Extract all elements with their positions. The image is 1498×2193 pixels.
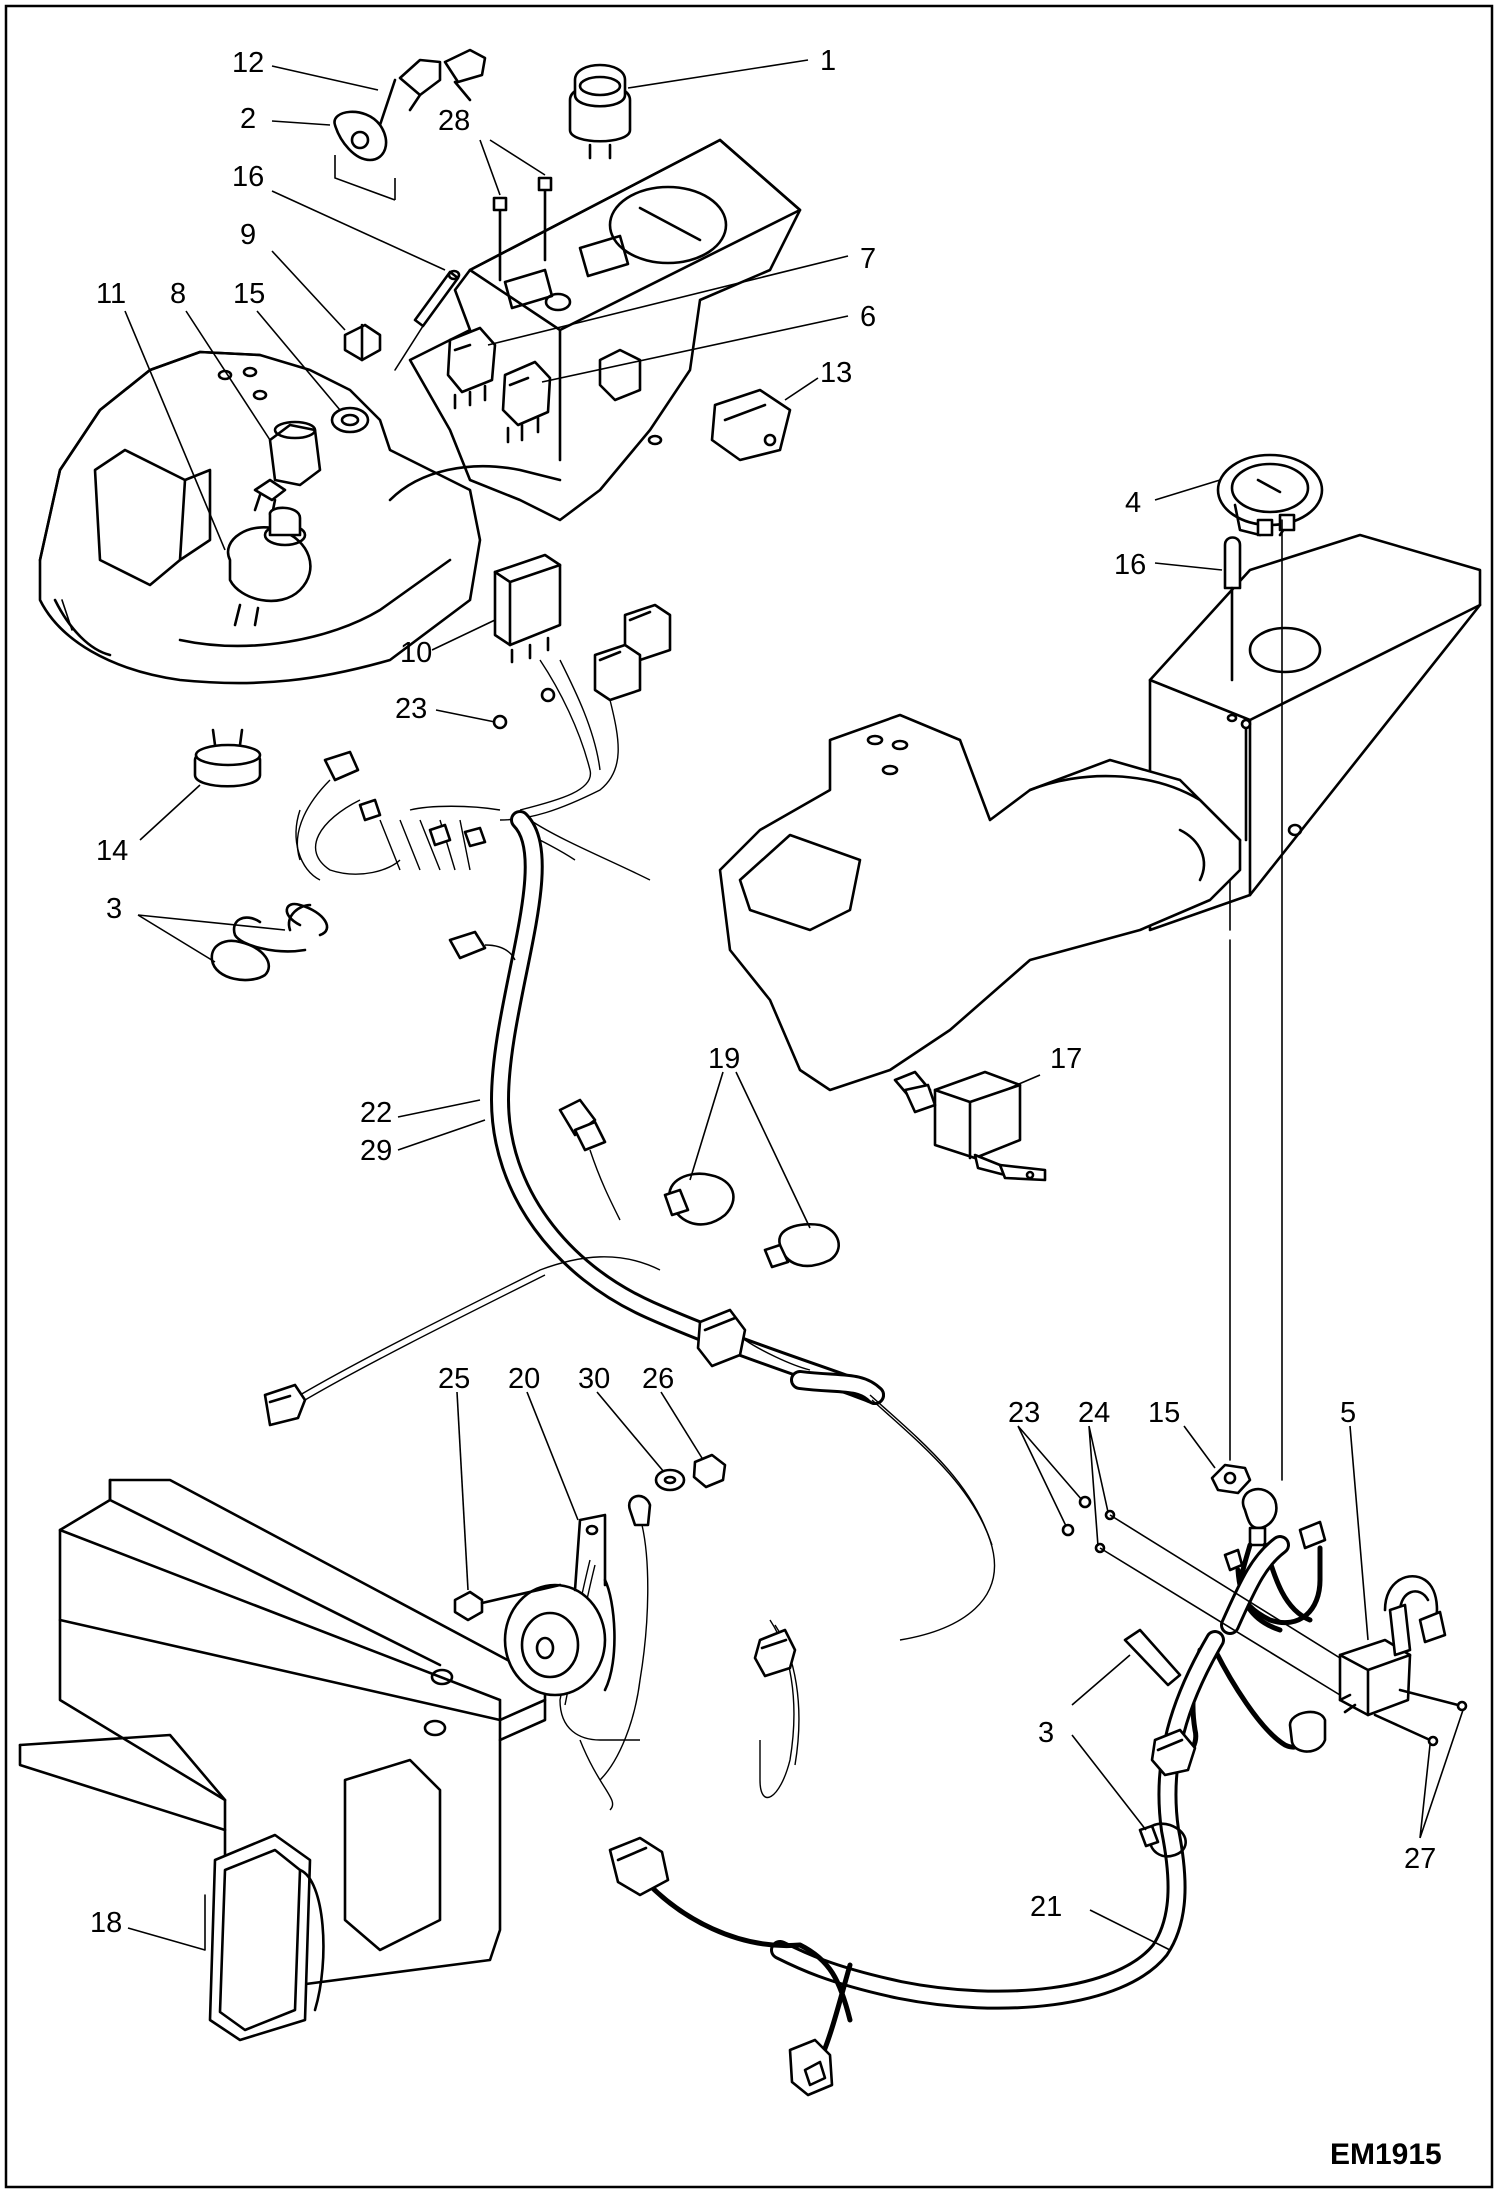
callout-6: 6 [860, 301, 876, 333]
callout-4: 4 [1125, 487, 1141, 519]
callout-27: 27 [1404, 1843, 1436, 1875]
lamp-socket [1241, 1487, 1327, 1550]
switch-5 [1338, 1574, 1447, 1717]
harness-21 [637, 1535, 1290, 2063]
callout-labels: 1 12 2 28 16 9 11 8 15 7 6 13 4 16 10 23… [90, 45, 1436, 1939]
drawing-id-label: EM1915 [1330, 2138, 1442, 2171]
callout-16-right: 16 [1114, 549, 1146, 581]
wire-lower-mid [559, 1394, 996, 1811]
relay-10 [493, 553, 562, 664]
relay-17 [893, 1070, 1047, 1182]
component-11 [226, 506, 312, 627]
connector-small-right [1223, 1548, 1244, 1572]
callout-13: 13 [820, 357, 852, 389]
callout-25: 25 [438, 1363, 470, 1395]
leader-lines [124, 59, 1464, 1951]
relay-socket [593, 603, 672, 702]
upper-center-console [388, 138, 802, 522]
switch-6 [501, 360, 552, 444]
cable-ties-3a [210, 902, 329, 982]
callout-14: 14 [96, 835, 128, 867]
callout-9: 9 [240, 219, 256, 251]
callout-3-upper: 3 [106, 893, 122, 925]
callout-18: 18 [90, 1907, 122, 1939]
callout-19: 19 [708, 1043, 740, 1075]
callout-23-upper: 23 [395, 693, 427, 725]
horn-20 [503, 1513, 616, 1697]
lamp-16 [1223, 536, 1242, 682]
cable-ties-19 [663, 1172, 840, 1269]
callout-20: 20 [508, 1363, 540, 1395]
callout-30: 30 [578, 1363, 610, 1395]
callout-26: 26 [642, 1363, 674, 1395]
screws-27 [1373, 1688, 1468, 1747]
callout-17: 17 [1050, 1043, 1082, 1075]
callout-2: 2 [240, 103, 256, 135]
callout-23-right: 23 [1008, 1397, 1040, 1429]
cable-ties-3b [1123, 1628, 1187, 1858]
callout-3-lower: 3 [1038, 1717, 1054, 1749]
callout-8: 8 [170, 278, 186, 310]
connector-upper-hose [448, 930, 621, 1221]
callout-10: 10 [400, 637, 432, 669]
bezel-2 [333, 110, 388, 162]
connector-hose-right [696, 1308, 811, 1371]
switch-7 [446, 326, 497, 410]
component-8 [253, 420, 322, 517]
screws-28 [492, 176, 553, 282]
gauge-4 [1216, 453, 1324, 537]
callout-7: 7 [860, 243, 876, 275]
guide-lines-right [1229, 519, 1283, 1481]
connectors-lower-right [608, 1710, 1327, 2097]
harness-upper [295, 659, 651, 881]
callout-24: 24 [1078, 1397, 1110, 1429]
callout-1: 1 [820, 45, 836, 77]
ignition-switch-1 [568, 63, 632, 160]
frame-border [4, 4, 1494, 2189]
bracket-13 [710, 388, 792, 462]
callout-28: 28 [438, 105, 470, 137]
bolt-25 [453, 1583, 562, 1622]
left-dash-console [38, 350, 482, 685]
fittings-23-24-15 [1061, 1463, 1252, 1554]
callout-15-right: 15 [1148, 1397, 1180, 1429]
connector-mid [753, 1628, 797, 1678]
callout-11: 11 [96, 278, 126, 310]
nuts-23a [492, 687, 556, 730]
nut-26 [692, 1453, 727, 1489]
grommet-15a [330, 406, 370, 434]
rod-16 [394, 269, 461, 371]
light-18 [204, 1833, 325, 2042]
harness-hose-22-29 [490, 810, 885, 1405]
washer-30 [654, 1468, 686, 1492]
spade-terminal [599, 1494, 652, 1781]
wire-lower-left [263, 1256, 661, 1427]
callout-16-upper: 16 [232, 161, 264, 193]
grommet-9 [343, 323, 382, 362]
callout-15-upper: 15 [233, 278, 265, 310]
callout-12: 12 [232, 47, 264, 79]
key-12 [378, 48, 487, 127]
callout-22: 22 [360, 1097, 392, 1129]
callout-29: 29 [360, 1135, 392, 1167]
callout-5: 5 [1340, 1397, 1356, 1429]
right-console [718, 533, 1482, 1092]
callout-21: 21 [1030, 1891, 1062, 1923]
cap-14 [193, 728, 262, 788]
